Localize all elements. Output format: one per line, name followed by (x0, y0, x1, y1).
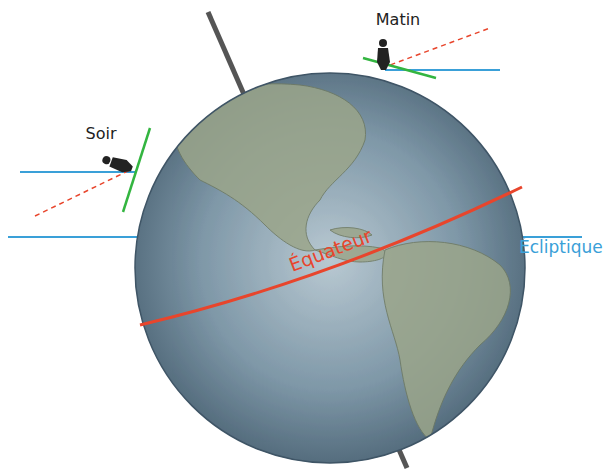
sun-direction (35, 170, 130, 216)
ecliptic-line (8, 236, 140, 238)
text-label: Soir (86, 125, 117, 143)
text-label: Matin (376, 11, 420, 29)
south-america (382, 242, 510, 440)
observer-figure (101, 152, 135, 175)
equator-line (140, 187, 522, 325)
observer-figure (377, 39, 390, 70)
horizontal-line (20, 171, 136, 173)
text-label: Écliptique (519, 238, 603, 257)
north-america (174, 84, 366, 251)
globe (135, 73, 525, 463)
sun-direction (382, 28, 490, 68)
local-horizon (363, 58, 436, 78)
